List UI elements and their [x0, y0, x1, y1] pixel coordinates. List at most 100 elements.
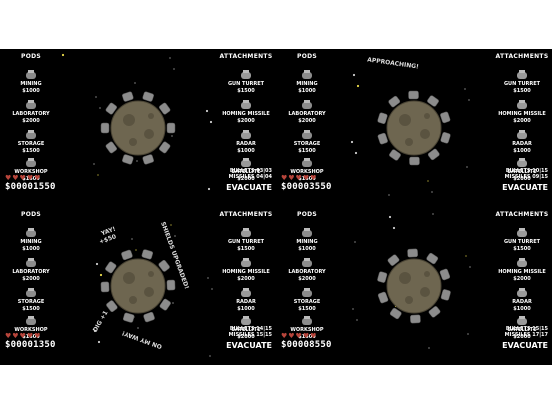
star	[388, 194, 390, 196]
attached-pod[interactable]	[408, 90, 419, 100]
pod-item-storage[interactable]: STORAGE$1500	[3, 288, 59, 312]
storage-pod-icon	[302, 288, 312, 297]
attached-pod[interactable]	[100, 122, 110, 134]
item-price: $2000	[22, 276, 40, 282]
pod-item-storage[interactable]: STORAGE$1500	[279, 288, 335, 312]
attachment-item-radar[interactable]: RADAR$1000	[494, 288, 550, 312]
item-name: GUN TURRET	[503, 239, 541, 245]
crater	[405, 296, 413, 304]
attached-pod[interactable]	[439, 268, 451, 281]
item-price: $1500	[22, 306, 40, 312]
pod-item-storage[interactable]: STORAGE$1500	[279, 130, 335, 154]
pod-item-workshop[interactable]: WORKSHOP$1500	[279, 316, 335, 340]
attached-pod[interactable]	[388, 95, 401, 108]
gun-turret-icon	[241, 228, 251, 237]
pod-item-workshop[interactable]: WORKSHOP$1500	[3, 158, 59, 182]
attached-pod[interactable]	[100, 281, 110, 293]
radar-icon	[241, 130, 251, 139]
star	[173, 68, 175, 70]
gun-turret-icon	[517, 228, 527, 237]
attachment-item-homing-missile[interactable]: HOMING MISSILE$2000	[494, 258, 550, 282]
storage-pod-icon	[26, 130, 36, 139]
attached-pod[interactable]	[141, 249, 153, 260]
item-price: $2000	[237, 334, 255, 340]
attached-pod[interactable]	[158, 259, 170, 272]
attachment-item-radar[interactable]: RADAR$1000	[494, 130, 550, 154]
attached-pod[interactable]	[105, 141, 117, 154]
attachment-item-homing-missile[interactable]: HOMING MISSILE$2000	[218, 100, 274, 124]
attached-pod[interactable]	[159, 102, 171, 115]
attached-pod[interactable]	[410, 314, 421, 324]
attached-pod[interactable]	[142, 154, 154, 165]
pod-item-storage[interactable]: STORAGE$1500	[3, 130, 59, 154]
attached-pod[interactable]	[440, 132, 451, 144]
star	[136, 160, 138, 162]
attachment-item-gun-turret[interactable]: GUN TURRET$1500	[218, 228, 274, 252]
attached-pod[interactable]	[377, 112, 388, 124]
attached-pod[interactable]	[377, 291, 389, 304]
attachment-item-gun-turret[interactable]: GUN TURRET$1500	[494, 228, 550, 252]
attached-pod[interactable]	[428, 306, 441, 318]
attachment-item-radar[interactable]: RADAR$1000	[218, 288, 274, 312]
attached-pod[interactable]	[159, 141, 171, 154]
attached-pod[interactable]	[143, 311, 155, 323]
pod-item-laboratory[interactable]: LABORATORY$2000	[3, 258, 59, 282]
attached-pod[interactable]	[389, 149, 402, 161]
pod-ring	[377, 90, 451, 166]
star	[95, 96, 97, 98]
attached-pod[interactable]	[122, 91, 134, 102]
item-price: $1000	[237, 306, 255, 312]
item-name: GUN TURRET	[503, 81, 541, 87]
attachment-item-homing-missile[interactable]: HOMING MISSILE$2000	[494, 100, 550, 124]
crater	[148, 113, 154, 119]
attached-pod[interactable]	[387, 254, 400, 266]
attached-pod[interactable]	[407, 248, 418, 258]
attached-pod[interactable]	[166, 122, 176, 134]
evacuate-button[interactable]: EVACUATE	[502, 183, 548, 192]
attachment-item-gun-turret[interactable]: GUN TURRET$1500	[494, 70, 550, 94]
attached-pod[interactable]	[409, 156, 420, 166]
attached-pod[interactable]	[440, 289, 451, 301]
attached-pod[interactable]	[377, 271, 388, 283]
pod-item-workshop[interactable]: WORKSHOP$1500	[279, 158, 335, 182]
pod-item-mining[interactable]: MINING$1000	[3, 70, 59, 94]
attachment-item-satellite[interactable]: SATELLITE$2000	[218, 316, 274, 340]
pod-item-laboratory[interactable]: LABORATORY$2000	[279, 100, 335, 124]
laboratory-pod-icon	[302, 100, 312, 109]
attached-pod[interactable]	[427, 148, 440, 161]
attached-pod[interactable]	[426, 252, 439, 265]
attached-pod[interactable]	[122, 154, 134, 165]
evacuate-button[interactable]: EVACUATE	[226, 341, 272, 350]
attachment-item-satellite[interactable]: SATELLITE$2000	[494, 316, 550, 340]
star	[356, 84, 360, 88]
attached-pod[interactable]	[389, 307, 402, 320]
attachment-item-homing-missile[interactable]: HOMING MISSILE$2000	[218, 258, 274, 282]
pod-item-workshop[interactable]: WORKSHOP$1500	[3, 316, 59, 340]
attachment-item-satellite[interactable]: SATELLITE$2000	[218, 158, 274, 182]
attached-pod[interactable]	[427, 95, 440, 107]
attached-pod[interactable]	[105, 261, 117, 274]
attached-pod[interactable]	[377, 132, 388, 145]
pod-item-laboratory[interactable]: LABORATORY$2000	[279, 258, 335, 282]
pod-item-mining[interactable]: MINING$1000	[279, 228, 335, 252]
pod-item-laboratory[interactable]: LABORATORY$2000	[3, 100, 59, 124]
attachment-item-gun-turret[interactable]: GUN TURRET$1500	[218, 70, 274, 94]
attached-pod[interactable]	[142, 91, 154, 102]
attached-pod[interactable]	[159, 298, 171, 311]
missiles-count: MISSILES 15|15	[228, 332, 272, 338]
health-hearts: ♥♥♥♥♥	[5, 174, 42, 182]
attachment-item-radar[interactable]: RADAR$1000	[218, 130, 274, 154]
evacuate-button[interactable]: EVACUATE	[226, 183, 272, 192]
evacuate-button[interactable]: EVACUATE	[502, 341, 548, 350]
pod-item-mining[interactable]: MINING$1000	[279, 70, 335, 94]
attachment-item-satellite[interactable]: SATELLITE$2000	[494, 158, 550, 182]
attached-pod[interactable]	[121, 249, 133, 261]
attached-pod[interactable]	[105, 102, 117, 115]
pod-item-mining[interactable]: MINING$1000	[3, 228, 59, 252]
attached-pod[interactable]	[166, 279, 176, 291]
attached-pod[interactable]	[440, 111, 451, 124]
attached-pod[interactable]	[106, 300, 118, 313]
attached-pod[interactable]	[123, 312, 135, 323]
